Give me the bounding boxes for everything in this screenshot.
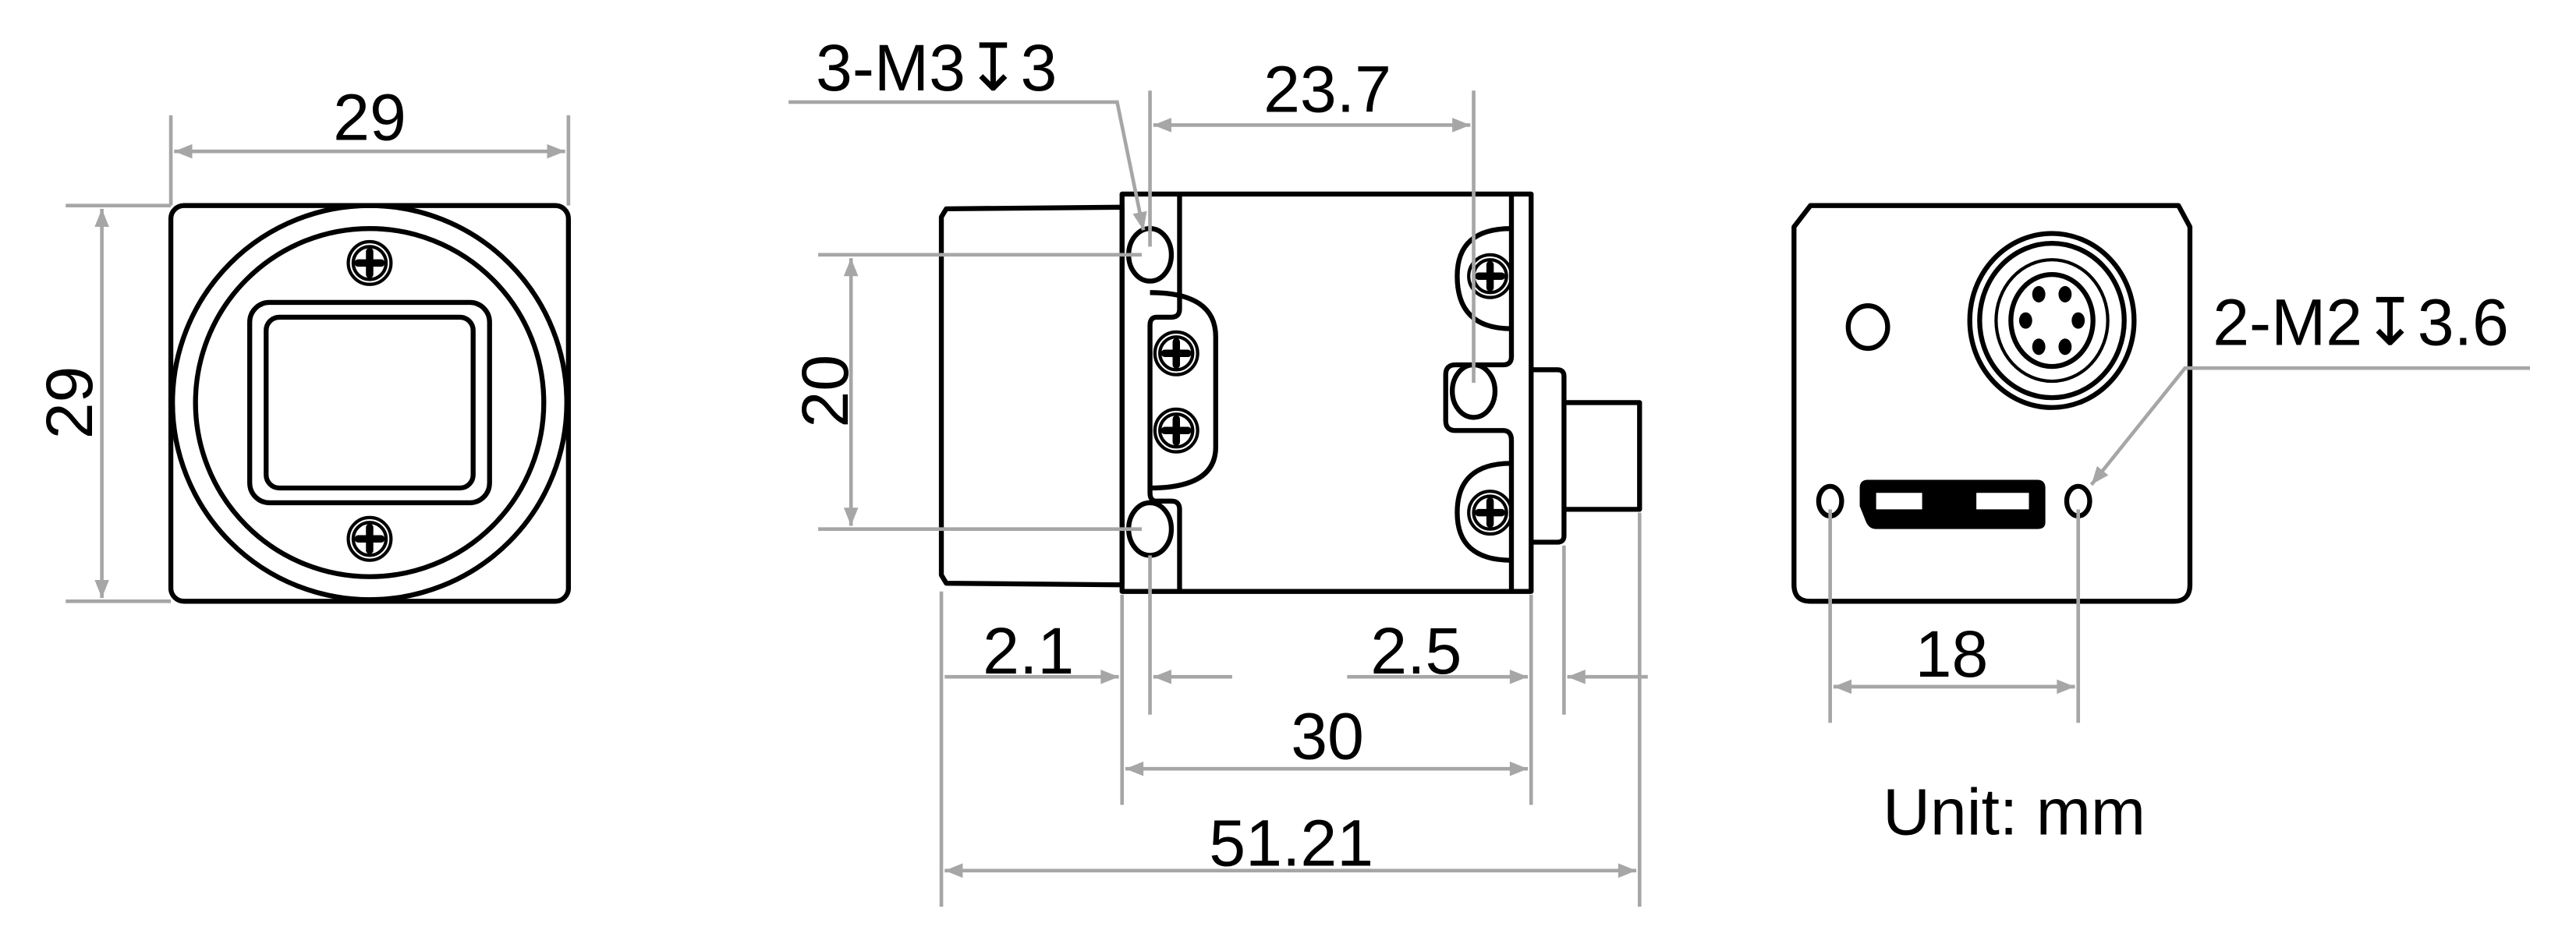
- rear-plate: [1443, 193, 1515, 592]
- connector-plug: [1564, 400, 1642, 512]
- side-view: 3-M3↧3 23.7 20 2.1 2.5 30 51.21: [788, 31, 1648, 907]
- back-housing: [1791, 203, 2193, 604]
- extension-lines: [66, 203, 172, 603]
- callout-leader: [2089, 366, 2531, 486]
- back-hole-callout: 2-M2↧3.6: [2213, 286, 2509, 359]
- height-dimension-label: 29: [33, 366, 106, 440]
- screw-icon: [349, 518, 392, 560]
- extension-lines: [818, 253, 1143, 531]
- lens-mount-outer: [170, 203, 569, 603]
- screw-slot: [1150, 290, 1218, 491]
- sensor-window: [264, 314, 476, 491]
- screw-recess: [1455, 226, 1511, 331]
- width-dimension-label: 29: [333, 80, 406, 154]
- screw-recess: [1455, 461, 1511, 563]
- extension-lines: [168, 115, 571, 206]
- screw-icon: [1155, 332, 1198, 375]
- screw-icon: [1469, 491, 1511, 534]
- usb3-port: [1859, 479, 2046, 529]
- lens-mount-inner: [193, 226, 547, 579]
- m2-spacing-label: 18: [1915, 617, 1989, 691]
- body-length-label: 30: [1291, 700, 1364, 773]
- sensor-window-outer: [247, 299, 492, 506]
- total-length-label: 51.21: [1209, 806, 1373, 879]
- camera-body: [1119, 191, 1534, 594]
- callout-leader: [788, 100, 1147, 231]
- io-connector-ring: [1977, 240, 2127, 401]
- flange-plate: [1147, 193, 1182, 592]
- hole-spacing-v-label: 20: [788, 355, 862, 428]
- back-view: 2-M2↧3.6 18 Unit: mm: [1791, 203, 2531, 848]
- connector-pins: [2018, 285, 2085, 355]
- side-hole-callout: 3-M3↧3: [816, 31, 1057, 104]
- extension-lines: [939, 512, 1642, 907]
- connector-offset-label: 2.5: [1370, 614, 1462, 688]
- lens-offset-label: 2.1: [983, 614, 1074, 688]
- unit-label: Unit: mm: [1883, 775, 2145, 848]
- io-connector-outer: [1967, 231, 2137, 410]
- usb3-port-slot: [1876, 493, 2029, 510]
- back-hole: [1845, 303, 1890, 352]
- connector-flange: [1531, 367, 1567, 545]
- hole-spacing-h-label: 23.7: [1263, 53, 1391, 126]
- io-connector-face: [2008, 271, 2096, 370]
- extension-lines: [1148, 90, 1476, 384]
- screw-icon: [1155, 409, 1198, 452]
- front-view: 29 29: [33, 80, 572, 604]
- io-connector-ring: [1994, 258, 2110, 384]
- screw-icon: [349, 242, 392, 285]
- extension-lines: [1828, 509, 2081, 723]
